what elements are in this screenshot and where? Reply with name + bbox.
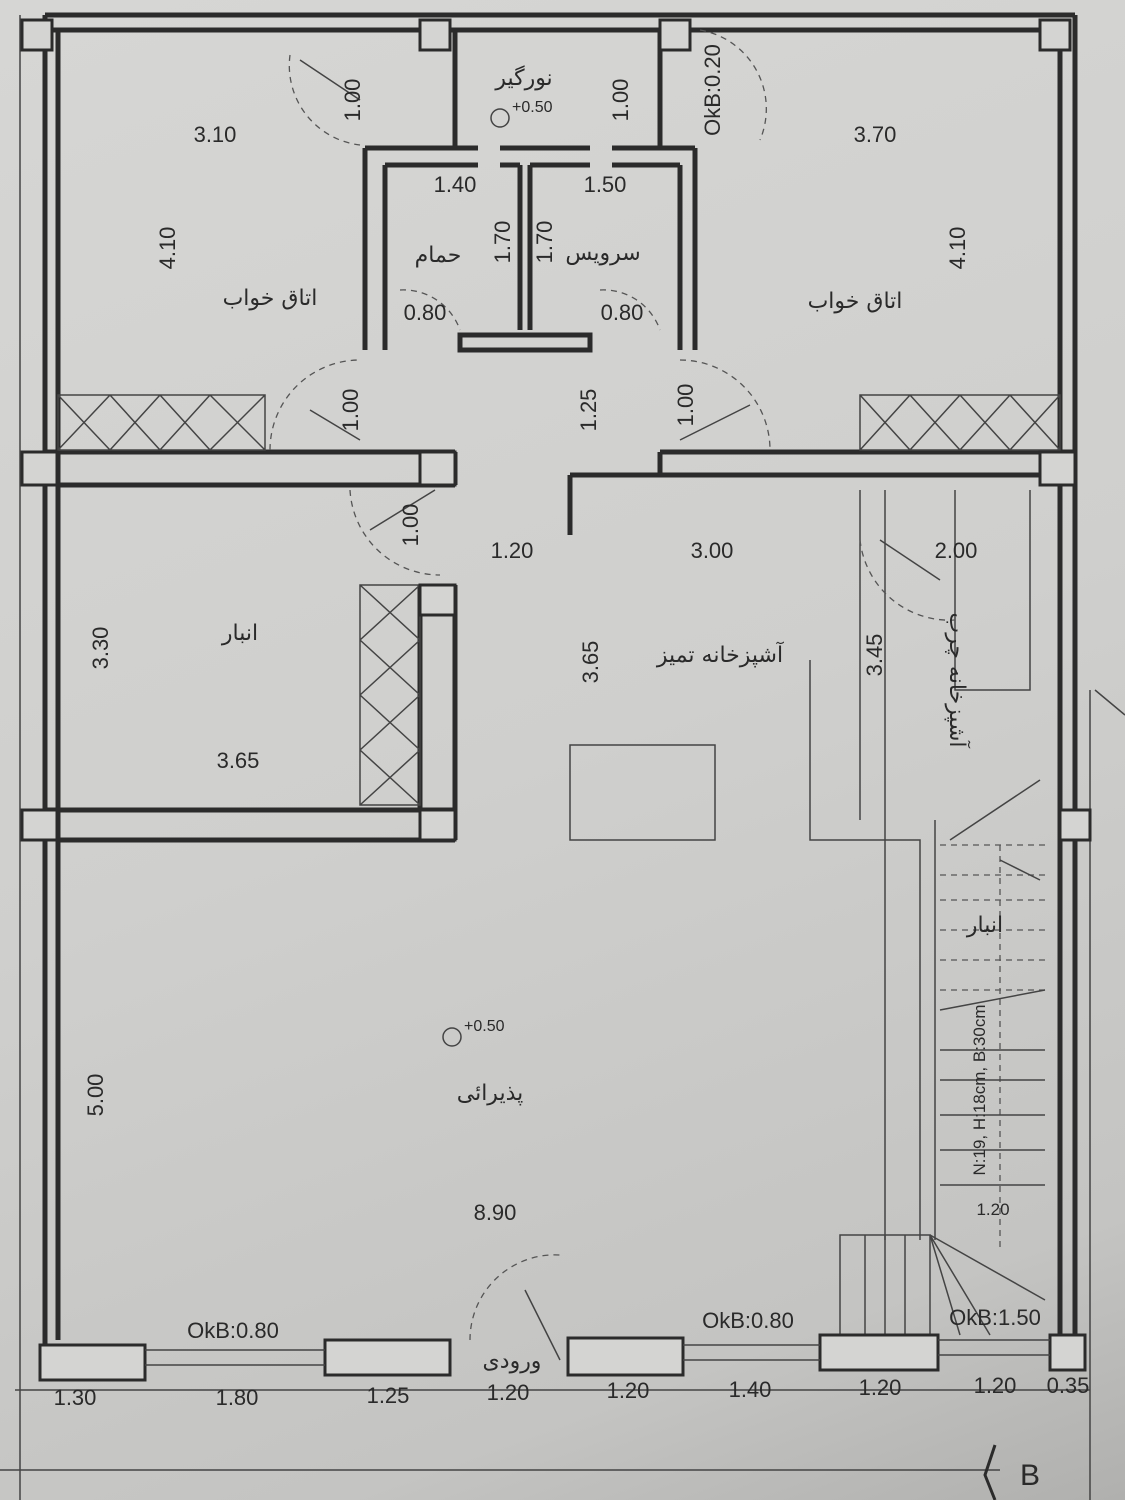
room-storage: انبار [221,621,258,646]
room-clean-kitchen: آشپزخانه تمیز [656,641,784,668]
chain-dim: 1.20 [487,1380,530,1405]
dim-label: 2.00 [935,538,978,563]
dim-label: 4.10 [945,227,970,270]
level-icon [442,1027,462,1047]
dim-label: 1.20 [491,538,534,563]
room-bathroom: حمام [415,243,462,268]
dim-label: 3.45 [862,634,887,677]
chain-dim: 1.20 [859,1375,902,1400]
chain-dim: 1.40 [729,1377,772,1402]
room-light-well: نورگیر [494,65,552,91]
dim-label: 1.70 [490,221,515,264]
section-arrow-icon [983,1444,997,1500]
dim-label: 1.00 [398,504,423,547]
columns [0,18,1092,1471]
dim-label: OkB:0.20 [700,44,725,136]
dim-label: 1.00 [608,79,633,122]
level-text: +0.50 [512,99,553,116]
section-marker: B [983,1444,1040,1500]
room-wc: سرویس [565,241,640,266]
section-label: B [1020,1459,1040,1492]
dim-label: 3.65 [217,748,260,773]
dimensions: 3.10 4.10 3.70 4.10 1.40 1.70 1.50 1.70 … [83,44,1041,1343]
stair-spec: N:19, H:18cm, B:30cm [970,1004,989,1175]
chain-dim: 1.20 [974,1373,1017,1398]
dim-label: 8.90 [474,1200,517,1225]
dim-label: 3.00 [691,538,734,563]
room-reception: پذیرائی [457,1081,524,1106]
dim-label: 3.10 [194,122,237,147]
dim-label: 4.10 [155,227,180,270]
dim-label: OkB:0.80 [702,1308,794,1333]
dim-label: 0.80 [404,300,447,325]
dim-label: 5.00 [83,1074,108,1117]
dim-label: OkB:1.50 [949,1305,1041,1330]
room-entrance: ورودی [483,1349,542,1374]
level-marker-light-well: +0.50 [490,99,553,128]
room-bedroom-left: اتاق خواب [223,286,318,311]
level-text: +0.50 [464,1018,505,1035]
dim-label: 1.70 [532,221,557,264]
dim-label: OkB:0.80 [187,1318,279,1343]
room-bedroom-right: اتاق خواب [808,289,903,314]
chain-dim: 1.20 [607,1378,650,1403]
chain-dim: 0.35 [1047,1373,1090,1398]
bottom-dimension-chain: 1.30 1.80 1.25 1.20 1.20 1.40 1.20 1.20 … [54,1373,1090,1410]
interior-walls [45,29,1075,1361]
dim-label: 1.00 [673,384,698,427]
wardrobes [57,394,1061,806]
chain-dim: 1.30 [54,1385,97,1410]
dim-label: 3.65 [578,641,603,684]
dim-label: 1.50 [584,172,627,197]
chain-dim: 1.80 [216,1385,259,1410]
level-marker-reception: +0.50 [442,1018,505,1047]
dim-label: 1.00 [338,389,363,432]
dim-label: 0.80 [601,300,644,325]
dim-label: 1.00 [340,79,365,122]
level-icon [490,108,510,128]
dim-label: 3.70 [854,122,897,147]
room-stair-storage: انبار [966,913,1003,938]
dim-label: 1.40 [434,172,477,197]
dim-label: 1.25 [576,389,601,432]
chain-dim: 1.25 [367,1383,410,1408]
dim-label: 3.30 [88,627,113,670]
room-dirty-kitchen: آشپزخانه چرب [944,613,971,749]
dim-label: 1.20 [976,1200,1009,1219]
